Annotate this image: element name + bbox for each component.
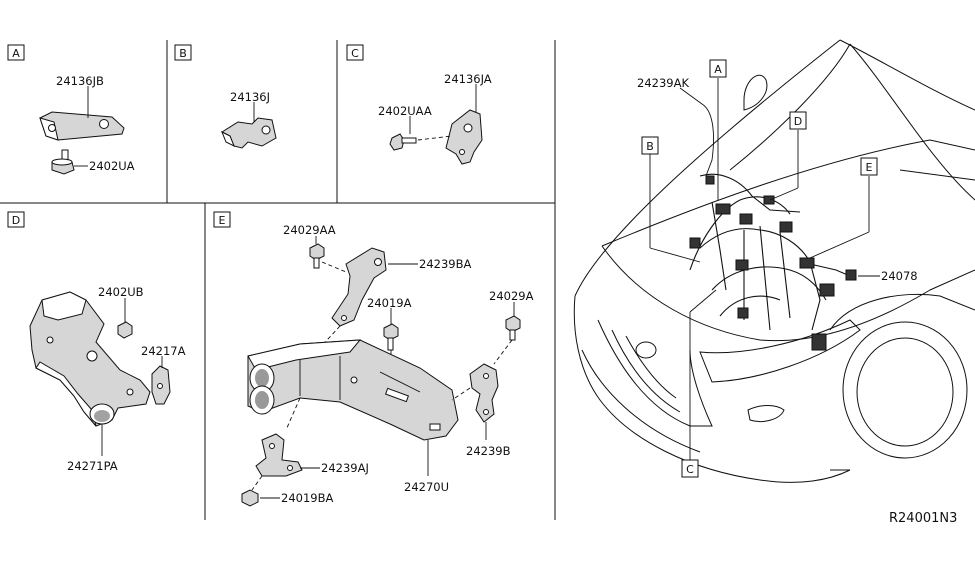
callout-c: C bbox=[681, 459, 699, 478]
bolt-24029aa-illustration bbox=[309, 243, 325, 269]
vehicle-illustration bbox=[573, 39, 975, 483]
section-b-marker bbox=[174, 44, 192, 61]
section-a-marker bbox=[7, 44, 25, 61]
section-c: C 24136JA 2402UAA bbox=[346, 44, 492, 165]
wiring-harness-illustration bbox=[689, 173, 857, 351]
section-e: E 24029AA 24239BA 24019A bbox=[213, 211, 534, 507]
diagram-reference-code: R24001N3 bbox=[889, 511, 957, 526]
part-label-24239b: 24239B bbox=[466, 444, 511, 458]
section-c-letter: C bbox=[351, 47, 359, 60]
callout-b-letter: B bbox=[646, 140, 654, 153]
part-label-24029aa: 24029AA bbox=[283, 223, 336, 237]
section-c-marker bbox=[346, 44, 364, 61]
bracket-24239aj-illustration bbox=[255, 433, 303, 477]
part-label-2402ua: 2402UA bbox=[89, 159, 135, 173]
part-label-24136ja: 24136JA bbox=[444, 72, 492, 86]
callout-e-letter: E bbox=[866, 161, 873, 174]
part-label-24217a: 24217A bbox=[141, 344, 186, 358]
bracket-24239b-illustration bbox=[469, 363, 499, 423]
callout-e: E bbox=[860, 157, 878, 176]
section-dividers bbox=[0, 40, 556, 520]
housing-24270u-illustration bbox=[247, 339, 459, 441]
section-a: A 24136JB 2402UA bbox=[7, 44, 135, 175]
section-e-marker bbox=[213, 211, 231, 228]
part-label-24136j: 24136J bbox=[230, 90, 270, 104]
callout-c-letter: C bbox=[686, 463, 694, 476]
section-d-marker bbox=[7, 211, 25, 228]
part-label-24019a: 24019A bbox=[367, 296, 412, 310]
part-label-24078: 24078 bbox=[881, 269, 918, 283]
section-b: B 24136J bbox=[174, 44, 277, 149]
part-label-24019ba: 24019BA bbox=[281, 491, 333, 505]
section-d: D 2402UB 24217A 24271PA bbox=[7, 211, 186, 473]
bracket-24271pa-illustration bbox=[29, 291, 151, 427]
section-b-letter: B bbox=[179, 47, 187, 60]
part-label-24239aj: 24239AJ bbox=[321, 461, 369, 475]
callout-d: D bbox=[789, 111, 807, 130]
section-a-letter: A bbox=[12, 47, 20, 60]
callout-b: B bbox=[641, 136, 659, 155]
bracket-24217a-illustration bbox=[151, 365, 171, 405]
section-e-letter: E bbox=[219, 214, 226, 227]
part-label-24239ak: 24239AK bbox=[637, 76, 689, 90]
bolt-2402uaa-illustration bbox=[389, 133, 417, 151]
callout-a: A bbox=[709, 59, 727, 78]
part-label-24271pa: 24271PA bbox=[67, 459, 118, 473]
callout-a-letter: A bbox=[714, 63, 722, 76]
bracket-24136jb-illustration bbox=[39, 111, 125, 141]
part-label-24270u: 24270U bbox=[404, 480, 449, 494]
bolt-24019a-illustration bbox=[383, 323, 399, 351]
part-label-2402ub: 2402UB bbox=[98, 285, 144, 299]
part-label-24239ba: 24239BA bbox=[419, 257, 471, 271]
section-d-letter: D bbox=[12, 214, 20, 227]
part-label-24136jb: 24136JB bbox=[56, 74, 104, 88]
bracket-24239ba-illustration bbox=[331, 247, 387, 327]
part-label-24029a: 24029A bbox=[489, 289, 534, 303]
bracket-24136ja-illustration bbox=[445, 109, 483, 165]
bolt-2402ub-illustration bbox=[117, 321, 133, 339]
bracket-24136j-illustration bbox=[220, 117, 277, 149]
callout-d-letter: D bbox=[794, 115, 802, 128]
nut-24019ba-illustration bbox=[241, 489, 259, 507]
part-label-2402uaa: 2402UAA bbox=[378, 104, 432, 118]
bolt-24029a-illustration bbox=[505, 315, 521, 341]
bolt-2402ua-illustration bbox=[51, 149, 75, 175]
